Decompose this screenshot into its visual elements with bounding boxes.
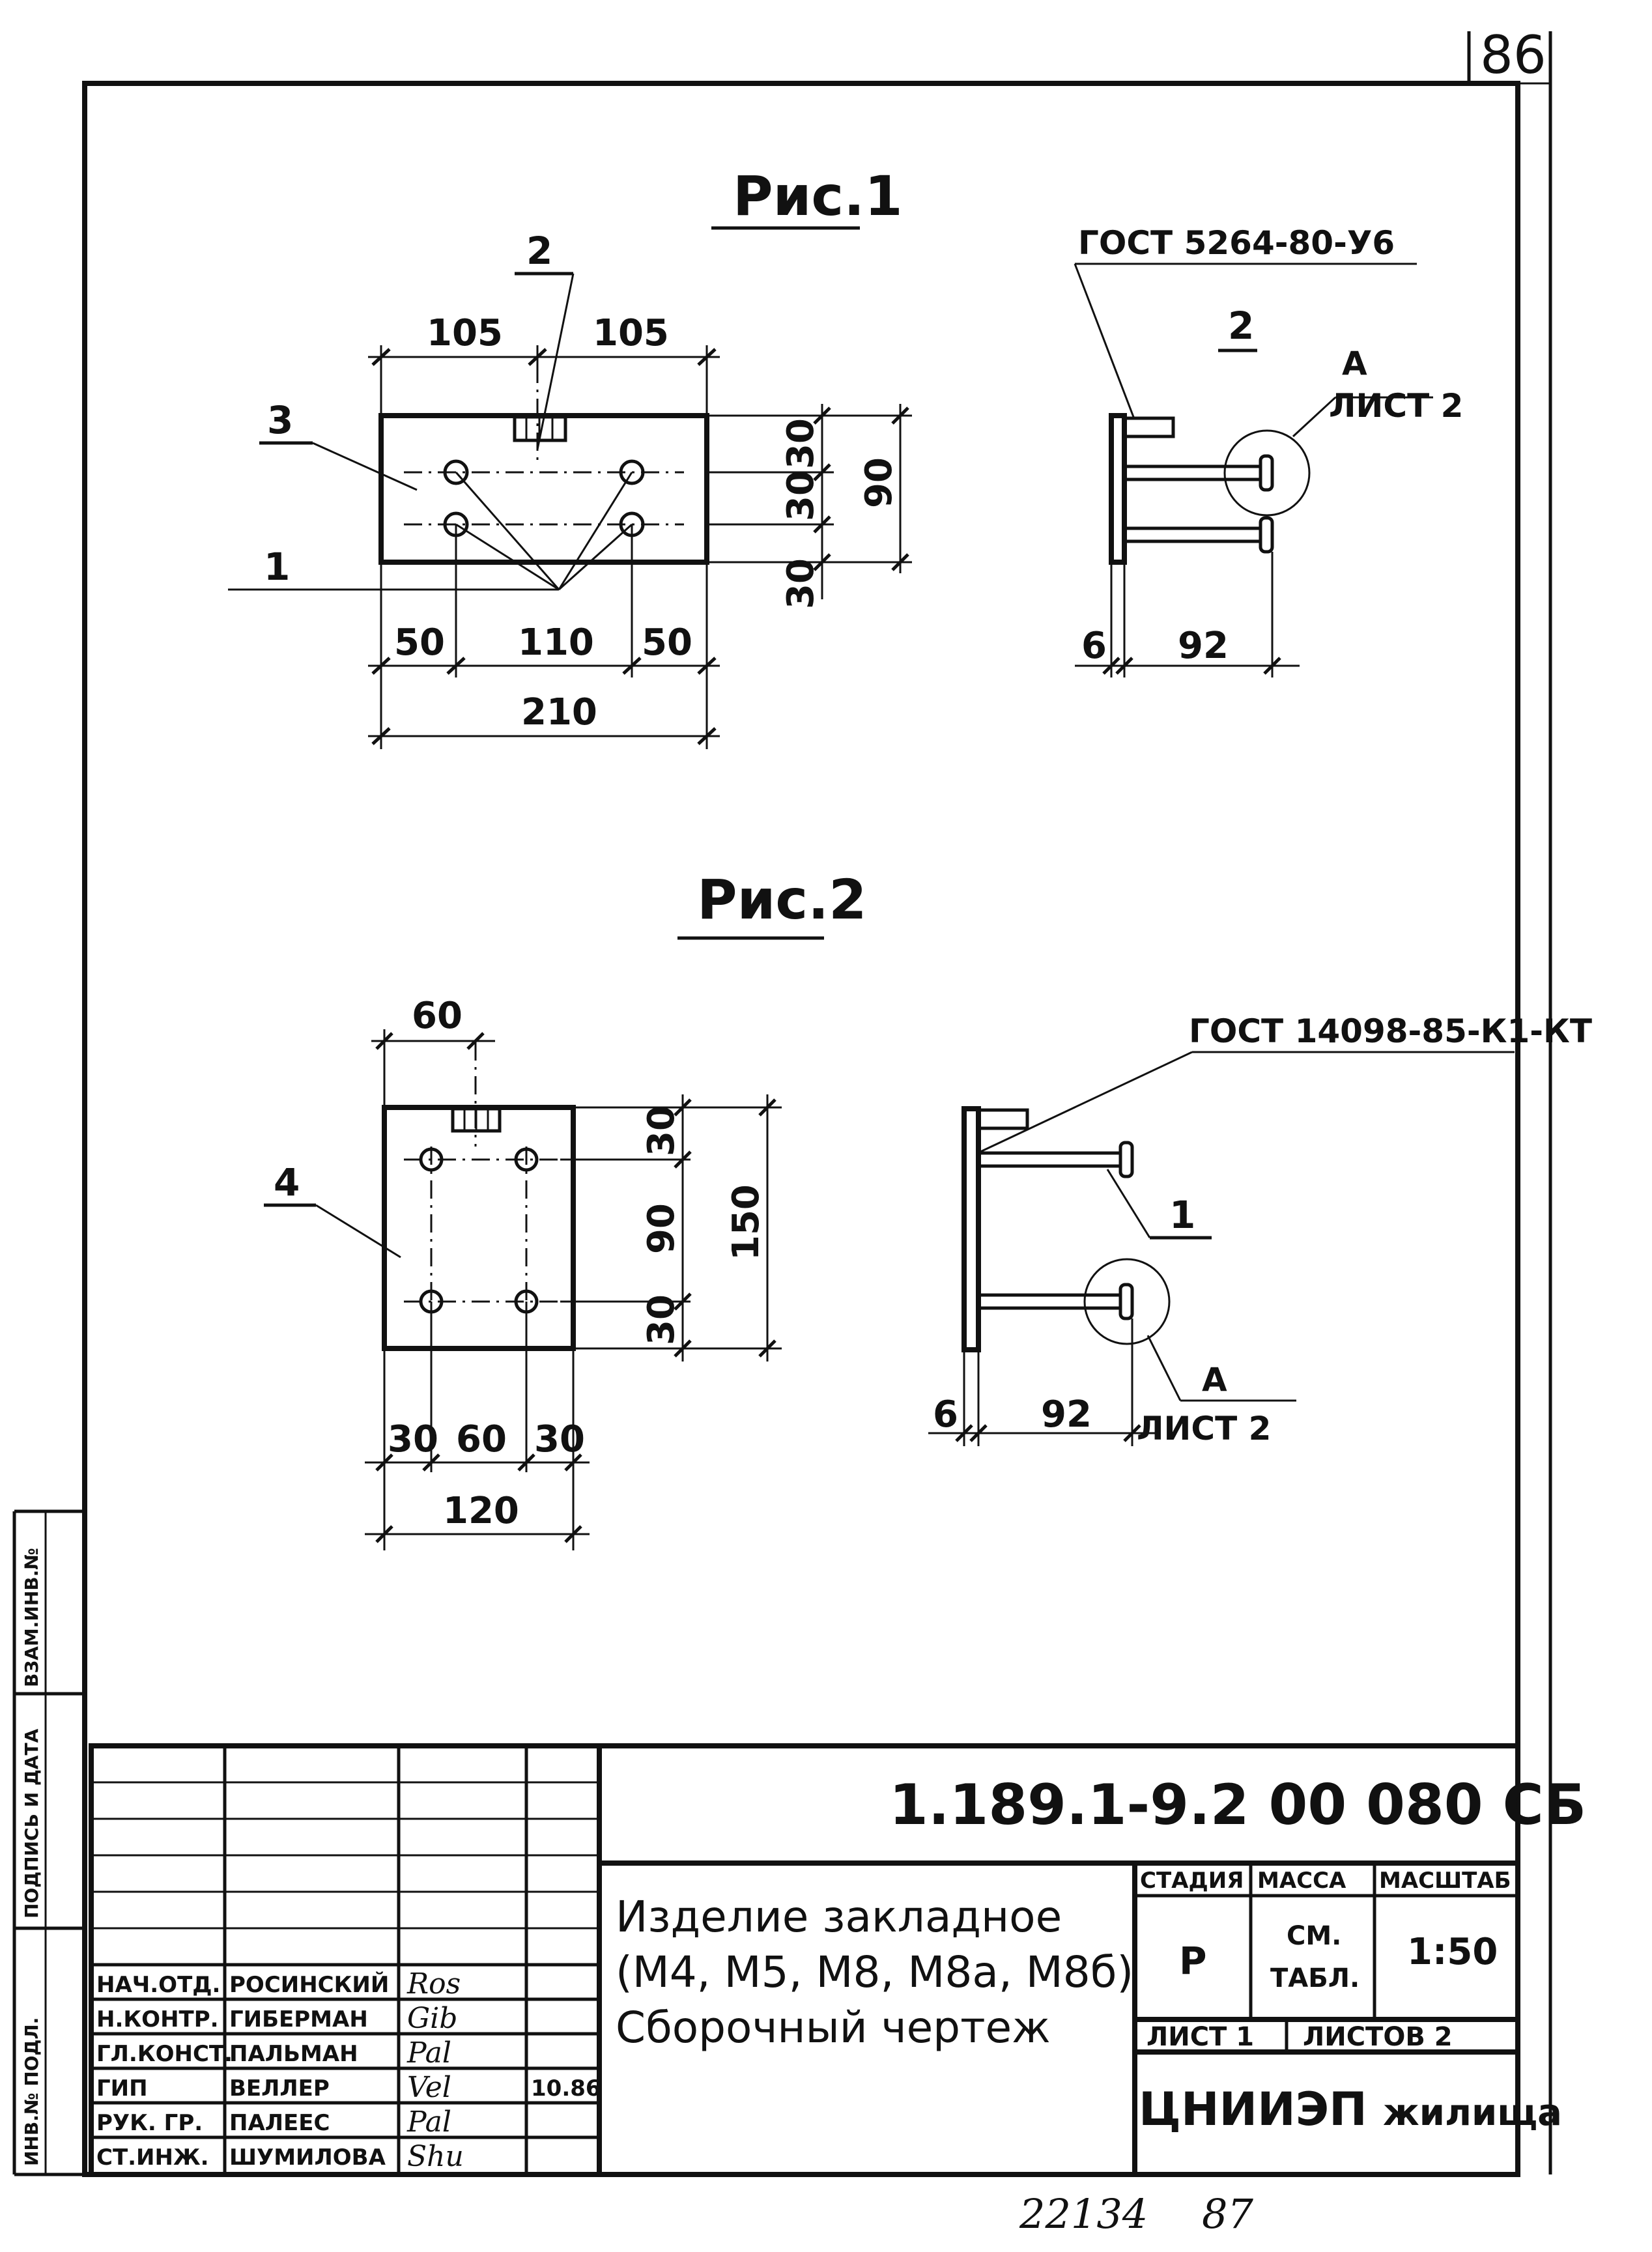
side-ref-1: 1 bbox=[1169, 1193, 1195, 1237]
role-cell: РУК. ГР. bbox=[96, 2110, 203, 2136]
dim-30-left-fig2: 30 bbox=[388, 1418, 438, 1461]
signature-cell: Gib bbox=[407, 2002, 457, 2035]
dim-120: 120 bbox=[443, 1490, 519, 1532]
detail-sheet-1: ЛИСТ 2 bbox=[1329, 387, 1463, 425]
gost-5264: ГОСТ 5264-80-У6 bbox=[1078, 224, 1395, 262]
dim-90: 90 bbox=[858, 457, 900, 508]
organization-name: ЦНИИЭП жилища bbox=[1139, 2083, 1562, 2136]
ref-3: 3 bbox=[267, 398, 293, 442]
inv-orig-label: ИНВ.№ ПОДЛ. bbox=[21, 2017, 42, 2166]
dim-30-1: 30 bbox=[780, 418, 822, 469]
dim-30-bottom-fig2: 30 bbox=[640, 1294, 683, 1345]
signatory-row-4: ГИП ВЕЛЛЕР Vel 10.86 bbox=[96, 2071, 601, 2104]
product-name-line-2: (М4, М5, М8, М8а, М8б) bbox=[616, 1947, 1133, 1997]
figure-2: Рис.2 60 bbox=[264, 868, 1592, 1550]
dim-30-top-fig2: 30 bbox=[640, 1105, 683, 1156]
figure-2-title: Рис.2 bbox=[697, 868, 867, 932]
archive-number: 22134 bbox=[1019, 2190, 1148, 2238]
signature-cell: Shu bbox=[407, 2140, 464, 2173]
sheet-number: ЛИСТ 1 bbox=[1146, 2022, 1254, 2052]
organization-name-part-2: жилища bbox=[1383, 2092, 1562, 2134]
figure-1-side-view: ГОСТ 5264-80-У6 2 А ЛИСТ 2 6 92 bbox=[1074, 224, 1463, 677]
name-cell: ПАЛЬМАН bbox=[229, 2041, 358, 2067]
figure-1-title: Рис.1 bbox=[733, 164, 903, 228]
side-ref-2: 2 bbox=[1228, 304, 1254, 348]
dim-50-left: 50 bbox=[394, 621, 445, 664]
name-cell: ШУМИЛОВА bbox=[229, 2145, 386, 2171]
dim-60-bottom: 60 bbox=[456, 1418, 507, 1461]
dim-105-left: 105 bbox=[427, 312, 503, 354]
stage-value: Р bbox=[1179, 1939, 1207, 1983]
figure-1-front-view: 105 105 50 110 50 210 30 30 30 90 2 3 1 bbox=[228, 229, 912, 749]
mass-value-line-1: СМ. bbox=[1287, 1921, 1341, 1951]
title-block: НАЧ.ОТД. РОСИНСКИЙ Ros Н.КОНТР. ГИБЕРМАН… bbox=[89, 1743, 1586, 2177]
signatory-row-2: Н.КОНТР. ГИБЕРМАН Gib bbox=[96, 2002, 457, 2035]
signatory-row-3: ГЛ.КОНСТ. ПАЛЬМАН Pal bbox=[96, 2036, 451, 2070]
detail-letter-a-2: А bbox=[1202, 1361, 1227, 1399]
dim-90-fig2: 90 bbox=[640, 1203, 683, 1254]
dim-6-fig1: 6 bbox=[1081, 625, 1107, 667]
dim-92-fig1: 92 bbox=[1178, 625, 1229, 667]
page-number: 86 bbox=[1480, 25, 1546, 85]
organization-name-part-1: ЦНИИЭП bbox=[1139, 2083, 1367, 2136]
dim-60-top: 60 bbox=[412, 995, 463, 1037]
document-code: 1.189.1-9.2 00 080 СБ bbox=[889, 1773, 1586, 1838]
name-cell: ВЕЛЛЕР bbox=[229, 2075, 330, 2102]
ref-1: 1 bbox=[264, 545, 290, 589]
role-cell: ГИП bbox=[96, 2075, 148, 2102]
dim-50-right: 50 bbox=[642, 621, 692, 664]
sheets-total: ЛИСТОВ 2 bbox=[1303, 2022, 1453, 2052]
mass-header: МАССА bbox=[1257, 1868, 1346, 1894]
name-cell: ПАЛЕЕС bbox=[229, 2110, 330, 2136]
signature-cell: Vel bbox=[407, 2071, 451, 2104]
left-stamp-column: ИНВ.№ ПОДЛ. ПОДПИСЬ И ДАТА ВЗАМ.ИНВ.№ bbox=[12, 1509, 85, 2176]
sign-date-label: ПОДПИСЬ И ДАТА bbox=[21, 1728, 42, 1918]
stage-header: СТАДИЯ bbox=[1140, 1868, 1244, 1894]
figure-1: Рис.1 bbox=[228, 164, 1463, 749]
product-name-line-3: Сборочный чертеж bbox=[616, 2003, 1051, 2053]
drawing-frame bbox=[82, 31, 1552, 2177]
signature-cell: Ros bbox=[406, 1967, 461, 2001]
figure-2-front-view: 60 30 90 30 150 bbox=[264, 995, 782, 1550]
gost-14098: ГОСТ 14098-85-К1-КТ bbox=[1189, 1012, 1592, 1050]
ref-4: 4 bbox=[274, 1160, 300, 1204]
scale-header: МАСШТАБ bbox=[1379, 1868, 1511, 1894]
role-cell: СТ.ИНЖ. bbox=[96, 2145, 209, 2171]
dim-30-2: 30 bbox=[780, 470, 822, 521]
dim-105-right: 105 bbox=[593, 312, 669, 354]
detail-letter-a-1: А bbox=[1342, 345, 1367, 382]
dim-150: 150 bbox=[725, 1184, 767, 1261]
role-cell: НАЧ.ОТД. bbox=[96, 1972, 220, 1998]
inv-repl-label: ВЗАМ.ИНВ.№ bbox=[21, 1548, 42, 1687]
date-cell: 10.86 bbox=[531, 2075, 601, 2102]
signatory-row-6: СТ.ИНЖ. ШУМИЛОВА Shu bbox=[96, 2140, 464, 2173]
dim-30-right-fig2: 30 bbox=[534, 1418, 585, 1461]
dim-30-3: 30 bbox=[780, 558, 822, 609]
signature-cell: Pal bbox=[406, 2036, 451, 2070]
dim-210: 210 bbox=[521, 691, 597, 734]
dim-92-fig2: 92 bbox=[1041, 1393, 1092, 1436]
product-name-line-1: Изделие закладное bbox=[616, 1892, 1062, 1942]
signatory-row-1: НАЧ.ОТД. РОСИНСКИЙ Ros bbox=[96, 1967, 461, 2001]
mass-value-line-2: ТАБЛ. bbox=[1270, 1963, 1360, 1993]
scale-value: 1:50 bbox=[1407, 1931, 1498, 1973]
name-cell: ГИБЕРМАН bbox=[229, 2006, 368, 2032]
detail-sheet-2: ЛИСТ 2 bbox=[1137, 1410, 1271, 1447]
ref-2: 2 bbox=[526, 229, 552, 273]
name-cell: РОСИНСКИЙ bbox=[229, 1971, 389, 1998]
signature-cell: Pal bbox=[406, 2105, 451, 2139]
dim-6-fig2: 6 bbox=[933, 1393, 958, 1436]
role-cell: Н.КОНТР. bbox=[96, 2006, 219, 2032]
dim-110: 110 bbox=[518, 621, 594, 664]
signatory-row-5: РУК. ГР. ПАЛЕЕС Pal bbox=[96, 2105, 451, 2139]
footer-page-note: 87 bbox=[1202, 2190, 1253, 2238]
figure-2-side-view: 1 А ЛИСТ 2 ГОСТ 14098-85-К1-КТ 6 92 bbox=[928, 1012, 1592, 1447]
role-cell: ГЛ.КОНСТ. bbox=[96, 2041, 233, 2067]
